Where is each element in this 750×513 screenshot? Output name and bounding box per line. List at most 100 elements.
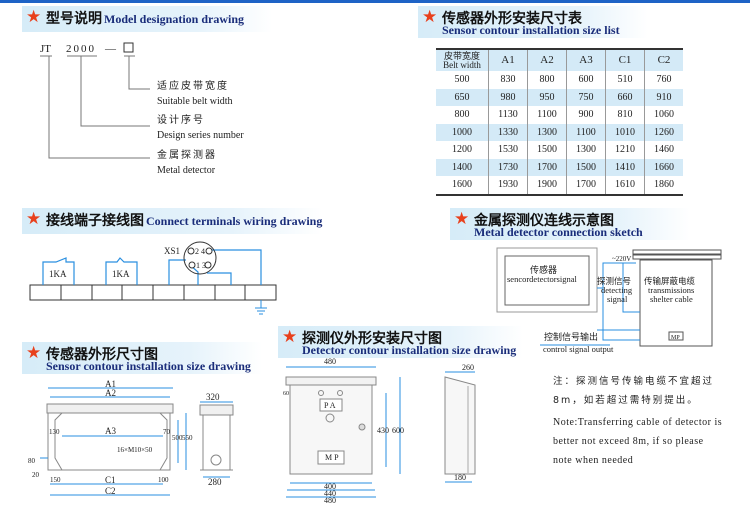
table-cell: 950: [527, 88, 567, 106]
dim-60: 60: [283, 391, 289, 397]
table-cell: 830: [488, 71, 528, 89]
relay-1ka-a: 1KA: [49, 269, 67, 279]
output-cn: 控制信号输出: [544, 331, 598, 342]
section-header-table: ★ 传感器外形安装尺寸表 Sensor contour installation…: [418, 6, 648, 38]
header-a1: A1: [488, 49, 528, 71]
table-cell: 1930: [488, 176, 528, 195]
dim-80: 80: [28, 457, 36, 465]
dim-130: 130: [49, 428, 60, 436]
table-title-en: Sensor contour installation size list: [442, 23, 620, 37]
dim-a1: A1: [105, 379, 116, 389]
dim-500: 500: [172, 434, 183, 442]
table-cell: 800: [527, 71, 567, 89]
table-cell: 1060: [644, 106, 683, 124]
table-cell: 1610: [605, 176, 645, 195]
xs1-label: XS1: [164, 246, 180, 256]
top-divider: [0, 0, 750, 3]
table-cell: 1260: [644, 123, 683, 141]
cable-en2: shelter cable: [650, 294, 693, 304]
table-cell: 650: [436, 88, 489, 106]
code-jt: JT: [40, 43, 51, 55]
table-cell: 1730: [488, 158, 528, 176]
table-cell: 900: [566, 106, 606, 124]
connection-sketch: 传感器 sencordetectorsignal ~220V 探测信号 dete…: [496, 247, 722, 354]
table-cell: 1600: [452, 179, 472, 191]
dim-430: 430: [377, 426, 389, 435]
table-cell: 500: [454, 74, 470, 86]
table-cell: 600: [566, 71, 606, 89]
connection-title-cn: 金属探测仪连线示意图: [474, 213, 614, 229]
model-designation-diagram: JT 2000 — 适应皮带宽度 Suitable belt width 设计序…: [40, 42, 244, 176]
dim-600: 600: [392, 426, 404, 435]
code-box: [123, 42, 134, 53]
table-cell: 1100: [527, 106, 567, 124]
table-cell: 1200: [452, 144, 472, 156]
sensor-title-cn: 传感器外形尺寸图: [46, 347, 158, 363]
dim-180: 180: [454, 473, 466, 482]
table-cell: 800: [454, 109, 470, 121]
voltage-label: ~220V: [612, 255, 631, 263]
code-dash: —: [104, 43, 117, 55]
mp-label: MP: [671, 335, 680, 341]
item-series-en: Design series number: [157, 130, 244, 141]
table-cell: 1500: [527, 141, 567, 159]
table-cell: 1660: [644, 158, 683, 176]
dim-c1: C1: [105, 475, 116, 485]
relay-1ka-b: 1KA: [112, 269, 130, 279]
sensor-title-en: Sensor contour installation size drawing: [46, 359, 251, 373]
dim-550: 550: [182, 434, 193, 442]
star-icon: ★: [422, 7, 438, 27]
section-header-detector: ★ 探测仪外形安装尺寸图 Detector contour installati…: [278, 326, 523, 358]
table-cell: 660: [605, 88, 645, 106]
detector-title-cn: 探测仪外形安装尺寸图: [302, 331, 442, 347]
cable-en1: transmissions: [648, 285, 694, 295]
table-cell: 1500: [566, 158, 606, 176]
dim-440: 440: [324, 489, 336, 498]
sensor-cn: 传感器: [530, 264, 557, 275]
cable-note: 注：探测信号传输电缆不宜超过8m，如若超过需特别提出。 Note:Transfe…: [553, 372, 723, 470]
table-cell: 1300: [566, 141, 606, 159]
header-c1: C1: [605, 49, 645, 71]
header-c2: C2: [644, 49, 683, 71]
star-icon: ★: [454, 209, 470, 229]
dim-a2: A2: [105, 388, 116, 398]
item-belt-cn: 适应皮带宽度: [157, 79, 229, 92]
dim-280: 280: [208, 477, 222, 487]
table-cell: 760: [644, 71, 683, 89]
table-cell: 1210: [605, 141, 645, 159]
table-cell: 1000: [436, 123, 489, 141]
item-detector-en: Metal detector: [157, 165, 216, 176]
dim-20: 20: [32, 471, 40, 479]
pins-bottom: 1 3: [196, 261, 206, 270]
mp-label-box: M P: [325, 453, 339, 462]
table-cell: 750: [566, 88, 606, 106]
table-cell: 980: [488, 88, 528, 106]
item-series-cn: 设计序号: [157, 113, 205, 126]
detector-title-en: Detector contour installation size drawi…: [302, 343, 517, 357]
item-detector-cn: 金属探测器: [157, 148, 217, 161]
section-header-connection: ★ 金属探测仪连线示意图 Metal detector connection s…: [450, 208, 690, 240]
wiring-diagram: 2 4 1 3 XS1 1KA 1KA: [29, 241, 277, 315]
table-cell: 1010: [605, 123, 645, 141]
wiring-title-en: Connect terminals wiring drawing: [146, 214, 323, 228]
star-icon: ★: [282, 327, 298, 347]
table-cell: 1130: [488, 106, 528, 124]
detect-cn: 探测信号: [597, 276, 631, 286]
dim-a3: A3: [105, 426, 116, 436]
dim-260: 260: [462, 363, 474, 372]
table-cell: 1700: [566, 176, 606, 195]
table-cell: 1700: [527, 158, 567, 176]
